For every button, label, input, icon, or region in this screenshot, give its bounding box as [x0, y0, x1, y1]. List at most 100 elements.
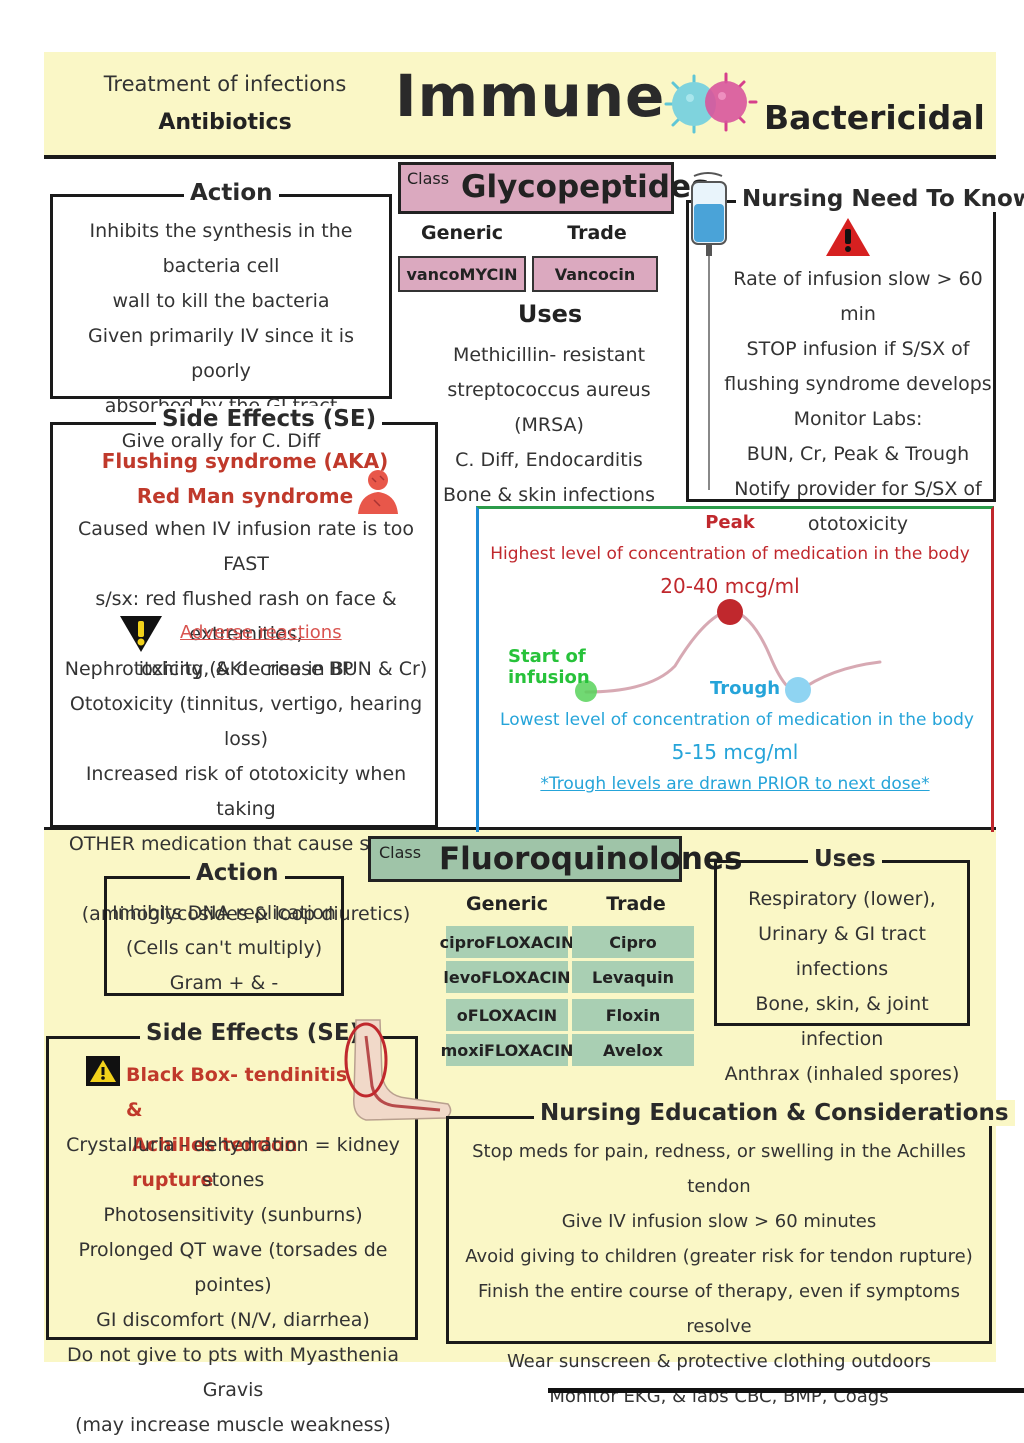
glyco-trade-cell: Vancocin	[532, 256, 658, 292]
fluoro-use-item: Anthrax (inhaled spores)	[724, 1063, 960, 1085]
header-band	[44, 52, 996, 156]
bottom-edge-line	[548, 1388, 1024, 1393]
start-infusion-label: Start of infusion	[508, 646, 590, 688]
glyco-action-item: wall to kill the bacteria	[112, 290, 330, 312]
black-box-label: Black Box- tendinitis &	[126, 1064, 348, 1121]
glyco-se-lines: Caused when IV infusion rate is too FAST…	[56, 512, 436, 687]
fluoro-uses-list: Respiratory (lower), Urinary & GI tract …	[718, 882, 966, 1092]
page-title: Immune	[395, 62, 666, 130]
fluoro-trade-header: Trade	[606, 893, 666, 915]
fluoro-se-red: Black Box- tendinitis & Achilles tendon …	[126, 1058, 356, 1198]
fluoro-use-item: Bone, skin, & joint infection	[755, 993, 929, 1050]
fluoro-se-item: Crystalluria - dehydration = kidney ston…	[66, 1134, 400, 1191]
peak-trough-box	[476, 506, 994, 832]
nursing-item: ototoxicity	[807, 513, 909, 535]
glyco-class-name: Glycopeptides	[461, 169, 710, 205]
glyco-se-item: Caused when IV infusion rate is too FAST	[77, 518, 415, 575]
nursing-item: Notify provider for S/SX of	[734, 478, 982, 500]
trough-description: Lowest level of concentration of medicat…	[500, 710, 974, 730]
fluoro-class-box: Class Fluoroquinolones	[368, 836, 742, 882]
glyco-use-item: Methicillin- resistant	[452, 344, 646, 366]
fluoro-trade-cell: Floxin	[572, 999, 694, 1031]
edu-item: Give IV infusion slow > 60 minutes	[561, 1211, 877, 1232]
glyco-generic-header: Generic	[420, 222, 504, 244]
red-man-label: Red Man syndrome	[136, 484, 354, 508]
achilles-foot-icon	[336, 1016, 456, 1128]
header-subtitle-2: Antibiotics	[158, 110, 292, 135]
trough-range: 5-15 mcg/ml	[671, 740, 799, 764]
glyco-action-item: Give orally for C. Diff	[121, 430, 321, 452]
fluoro-band	[44, 830, 996, 1362]
nursing-item: BUN, Cr, Peak & Trough	[746, 443, 970, 465]
edu-item: Monitor EKG, & labs CBC, BMP, Coags	[549, 1386, 889, 1407]
warning-icon	[118, 612, 164, 654]
header-divider	[44, 155, 996, 159]
peak-point	[717, 599, 743, 625]
fluoro-edu-list: Stop meds for pain, redness, or swelling…	[450, 1134, 988, 1414]
red-man-icon	[354, 468, 402, 514]
header-subtitle-1: Treatment of infections	[103, 72, 347, 96]
fluoro-generic-header: Generic	[465, 893, 549, 915]
peak-title: Peak	[705, 512, 755, 533]
glyco-action-title: Action	[184, 180, 279, 206]
fluoro-se-item: Do not give to pts with Myasthenia Gravi…	[67, 1344, 399, 1401]
glyco-se-item: itching, & decrease BP	[138, 658, 354, 680]
fluoro-edu-title: Nursing Education & Considerations	[534, 1100, 1015, 1126]
trough-title: Trough	[710, 678, 781, 699]
glyco-action-item: Inhibits the synthesis in the bacteria c…	[89, 220, 353, 277]
fluoro-action-item: Gram + & -	[169, 972, 279, 994]
black-box-warning-icon	[86, 1056, 120, 1086]
fluoro-se-item: GI discomfort (N/V, diarrhea)	[96, 1309, 370, 1331]
fluoro-action-item: Inhibits DNA replication	[112, 902, 336, 924]
fluoro-action-list: Inhibits DNA replication (Cells can't mu…	[108, 896, 340, 1001]
nursing-item: flushing syndrome develops	[724, 373, 992, 395]
glyco-adverse-list: Nephrotoxicity (AKI - rise in BUN & Cr) …	[56, 652, 436, 932]
fluoro-generic-cell: oFLOXACIN	[446, 999, 568, 1031]
glyco-se-title: Side Effects (SE)	[156, 406, 383, 432]
glyco-uses-list: Methicillin- resistant streptococcus aur…	[418, 338, 680, 513]
start-point	[575, 680, 597, 702]
fluoro-use-item: Urinary & GI tract infections	[758, 923, 926, 980]
glyco-generic-cell: vancoMYCIN	[398, 256, 526, 292]
edu-item: Avoid giving to children (greater risk f…	[465, 1246, 973, 1267]
fluoro-generic-cell: moxiFLOXACIN	[441, 1034, 573, 1066]
fluoro-se-title: Side Effects (SE)	[140, 1020, 367, 1046]
danger-icon	[824, 216, 872, 258]
bacteria-icon	[662, 72, 758, 136]
glyco-action-box	[50, 196, 392, 399]
peak-description: Highest level of concentration of medica…	[490, 544, 970, 564]
fluoro-action-item: (Cells can't multiply)	[125, 937, 323, 959]
bactericidal-label: Bactericidal	[764, 98, 985, 137]
fluoro-se-list: Crystalluria - dehydration = kidney ston…	[50, 1128, 416, 1443]
edu-item: Wear sunscreen & protective clothing out…	[506, 1351, 932, 1372]
adverse-item: Increased risk of ototoxicity when takin…	[85, 763, 407, 820]
flushing-syndrome-label: Flushing syndrome (AKA)	[101, 449, 389, 473]
fluoro-se-item: Photosensitivity (sunburns)	[103, 1204, 363, 1226]
fluoro-generic-cell: ciproFLOXACIN	[440, 926, 574, 958]
fluoro-class-label: Class	[379, 843, 422, 862]
fluoro-trade-cell: Levaquin	[572, 961, 694, 993]
trough-point	[785, 677, 811, 703]
glyco-se-item: s/sx: red flushed rash on face & extremi…	[95, 588, 397, 645]
peak-range: 20-40 mcg/ml	[660, 574, 800, 598]
nursing-item: Rate of infusion slow > 60 min	[733, 268, 983, 325]
concentration-curve	[490, 596, 990, 706]
glyco-nursing-title: Nursing Need To Know	[736, 186, 1024, 212]
adverse-item: Ototoxicity (tinnitus, vertigo, hearing …	[69, 693, 423, 750]
achilles-label: Achilles tendon rupture	[132, 1134, 298, 1191]
glyco-use-item: C. Diff, Endocarditis	[455, 449, 643, 471]
glyco-nursing-list: Rate of infusion slow > 60 min STOP infu…	[724, 262, 992, 542]
edu-item: Finish the entire course of therapy, eve…	[478, 1281, 960, 1337]
nursing-item: STOP infusion if S/SX of	[746, 338, 970, 360]
glyco-action-item: Given primarily IV since it is poorly	[88, 325, 354, 382]
fluoro-se-item: Prolonged QT wave (torsades de pointes)	[78, 1239, 388, 1296]
glyco-use-item: Bone & skin infections	[443, 484, 655, 506]
fluoro-trade-cell: Avelox	[572, 1034, 694, 1066]
adverse-item: Nephrotoxicity (AKI - rise in BUN & Cr)	[64, 658, 428, 680]
fluoro-use-item: Respiratory (lower),	[748, 888, 936, 910]
fluoro-generic-cell: levoFLOXACIN	[443, 961, 571, 993]
glyco-class-label: Class	[407, 169, 450, 188]
fluoro-class-name: Fluoroquinolones	[439, 841, 743, 877]
edu-item: Stop meds for pain, redness, or swelling…	[472, 1141, 966, 1197]
fluoro-action-title: Action	[190, 860, 285, 886]
